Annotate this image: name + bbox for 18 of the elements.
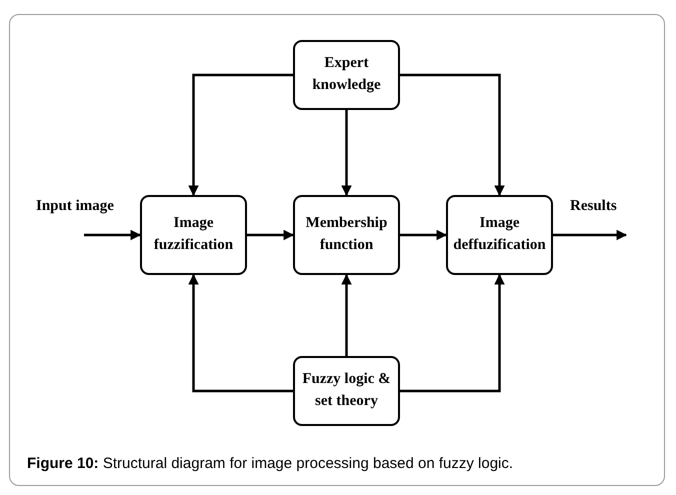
arrow	[341, 110, 352, 196]
arrow	[188, 274, 293, 392]
arrow	[188, 74, 293, 196]
io-label: Results	[570, 198, 617, 215]
arrow	[247, 230, 294, 240]
figure-caption: Figure 10: Structural diagram for image processing based on fuzzy logic.	[27, 455, 514, 472]
arrow	[341, 274, 352, 356]
arrow	[84, 230, 142, 240]
arrow	[400, 230, 448, 240]
arrow	[553, 230, 628, 240]
arrow	[400, 274, 505, 392]
process-box: Image fuzzification	[140, 195, 247, 275]
process-box: Expert knowledge	[293, 40, 400, 110]
process-box: Image deffuzification	[446, 195, 553, 275]
arrow	[400, 74, 505, 196]
process-box: Fuzzy logic & set theory	[293, 356, 400, 426]
process-box: Membership function	[293, 195, 400, 275]
io-label: Input image	[36, 198, 114, 215]
